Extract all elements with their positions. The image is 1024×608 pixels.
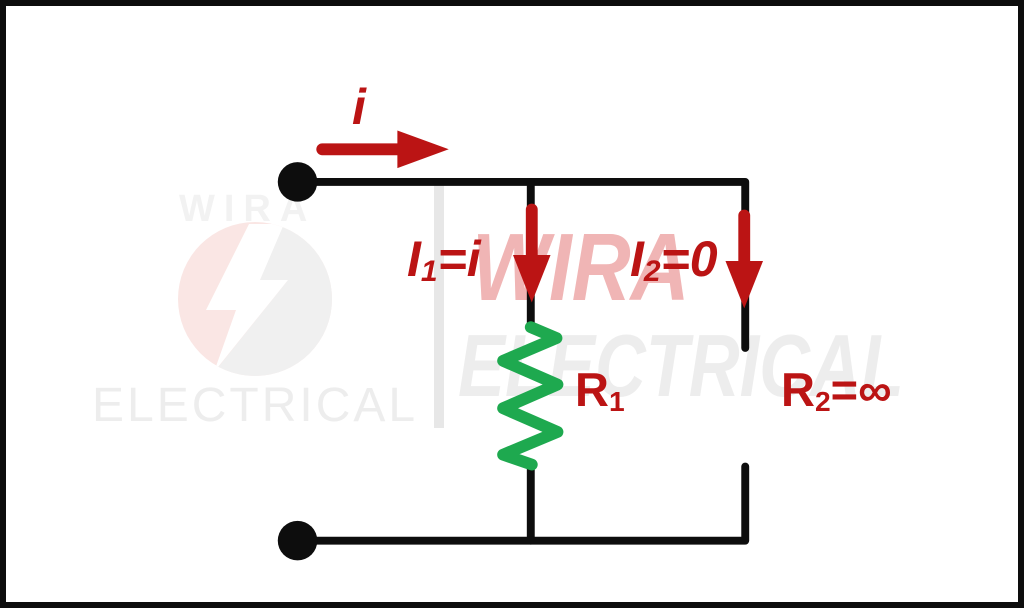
branch1-current-label: I1=i [407, 231, 481, 288]
watermark-separator [434, 184, 444, 428]
circuit-svg [277, 130, 764, 561]
current-arrow-source [316, 130, 449, 169]
resistor-r1-symbol [497, 321, 564, 471]
terminal-dot-bottom [277, 520, 318, 561]
current-arrow-branch1 [512, 203, 551, 303]
wira-logo [178, 222, 332, 376]
bottom-wire [294, 462, 750, 545]
watermark-brand-text: WIRA [472, 214, 690, 321]
lightning-bolt-icon [206, 224, 288, 372]
resistor1-label: R1 [575, 363, 625, 417]
resistor2-label: R2=∞ [781, 363, 892, 417]
watermark-layer: WIRA ELECTRICAL WIRA ELECTRICAL [6, 6, 1018, 602]
label-layer: i I1=i I2=0 R1 R2=∞ [6, 6, 1018, 602]
terminal-dot-top [277, 162, 318, 202]
current-arrow-branch2 [725, 209, 764, 309]
source-current-label: i [352, 79, 366, 135]
watermark-brand-text: ELECTRICAL [92, 379, 419, 432]
branch2-current-label: I2=0 [630, 231, 718, 288]
